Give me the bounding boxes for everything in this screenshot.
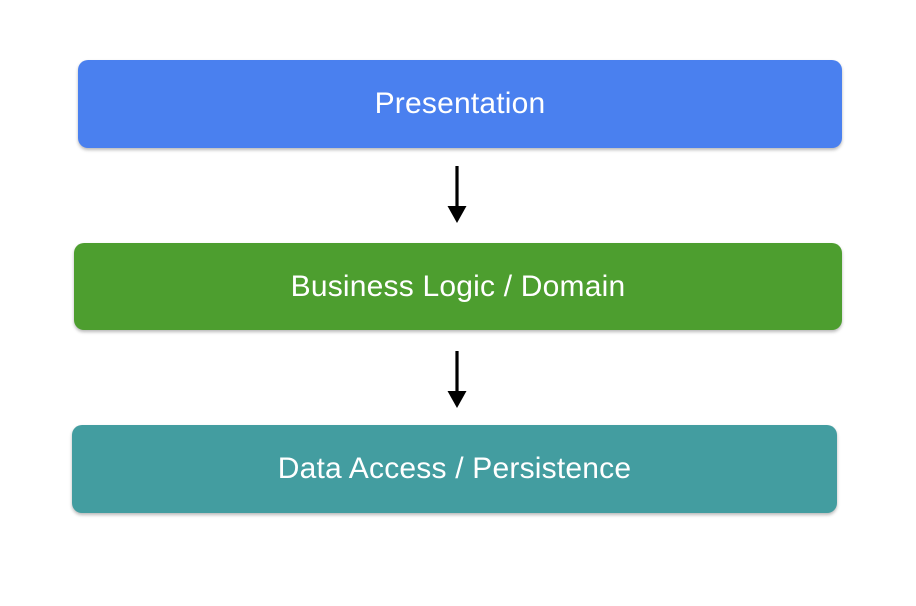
layer-label-business-logic: Business Logic / Domain: [290, 269, 626, 303]
down-arrow-icon: [447, 166, 467, 223]
layer-label-data-access: Data Access / Persistence: [277, 452, 632, 485]
layer-label-presentation: Presentation: [374, 87, 546, 120]
layer-box-presentation: Presentation: [78, 60, 842, 148]
down-arrow-icon: [447, 351, 467, 408]
layer-box-data-access: Data Access / Persistence: [72, 425, 837, 513]
layer-box-business-logic: Business Logic / Domain: [74, 243, 842, 330]
